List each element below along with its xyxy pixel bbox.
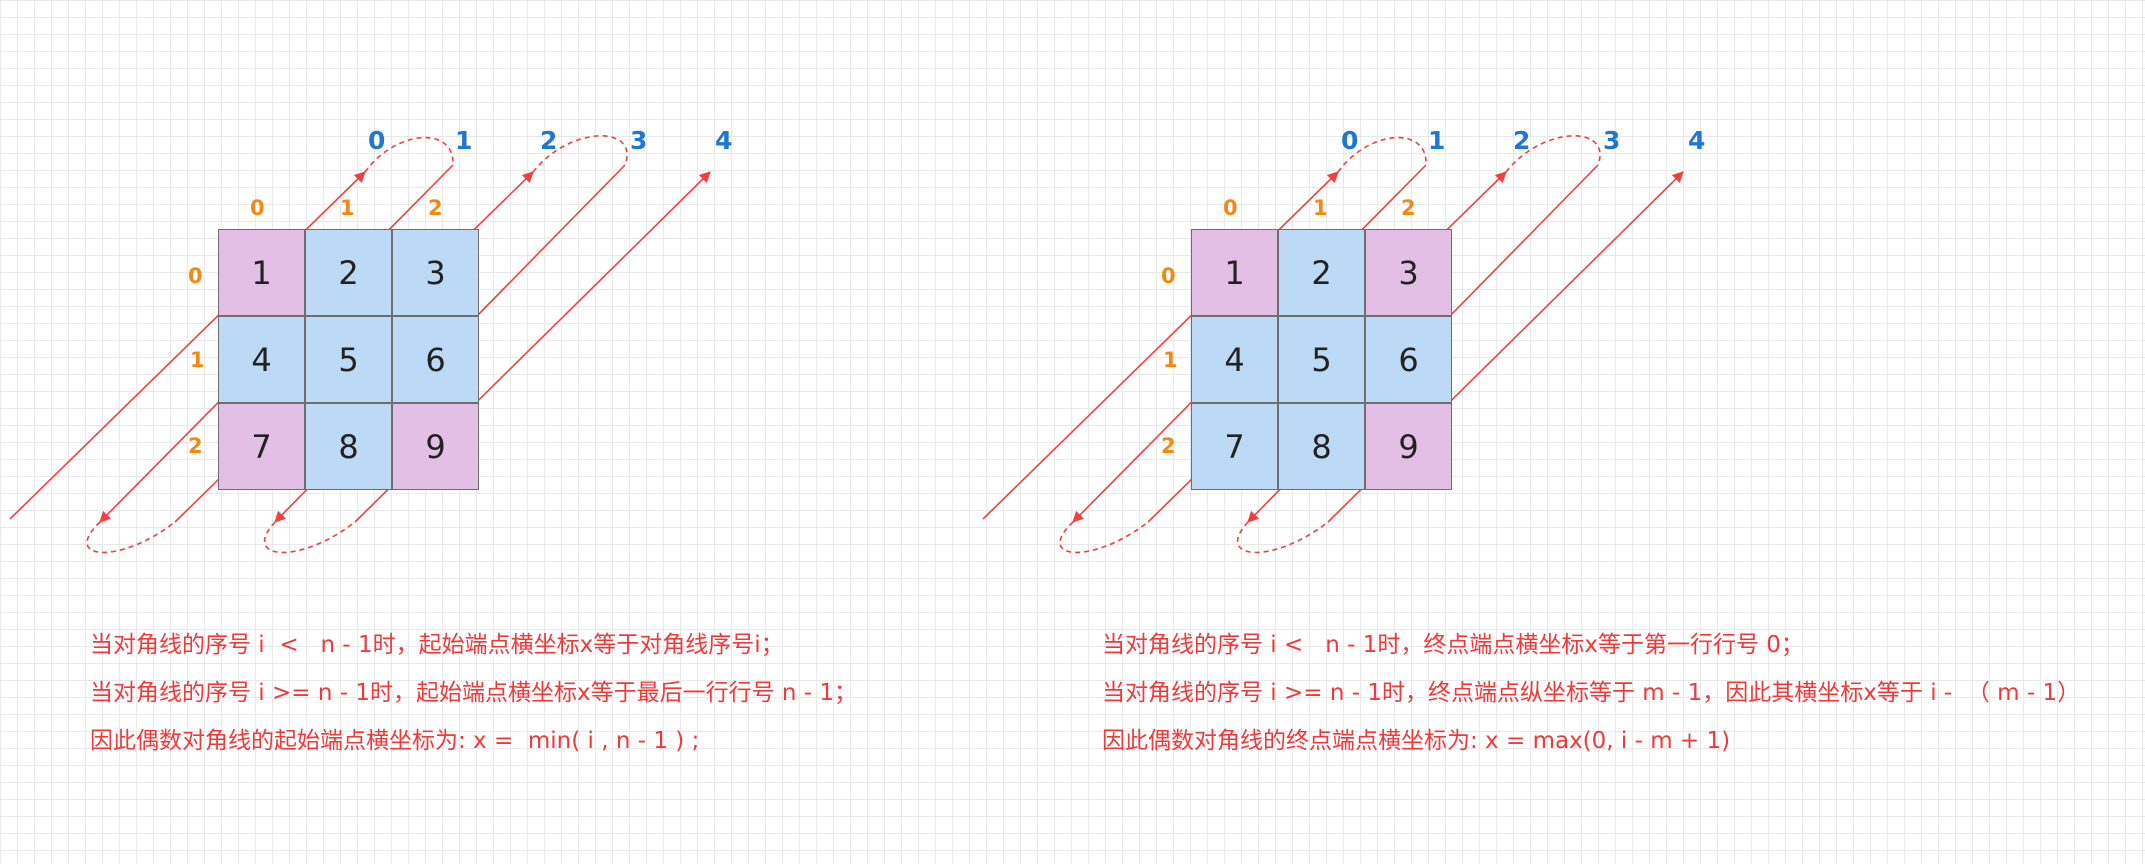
matrix-cell: 9 (1365, 403, 1452, 490)
col-label-2: 2 (1401, 196, 1416, 220)
matrix-cell: 9 (392, 403, 479, 490)
diagonal-label-2: 2 (540, 126, 558, 155)
right-panel: 0 1 2 3 4 0 1 2 0 1 2 1 2 3 4 5 6 7 8 9 … (973, 0, 2080, 864)
turn-3-4 (263, 521, 356, 554)
left-note-3: 因此偶数对角线的起始端点横坐标为: x = min( i , n - 1 ) ; (90, 728, 700, 754)
col-label-2: 2 (428, 196, 443, 220)
matrix-cell: 2 (305, 229, 392, 316)
turn-1-2 (86, 521, 176, 554)
turn-1-2 (1059, 521, 1149, 554)
right-note-2: 当对角线的序号 i >= n - 1时，终点端点纵坐标等于 m - 1，因此其横… (1102, 680, 2081, 706)
diagonal-label-3: 3 (1603, 126, 1621, 155)
row-label-1: 1 (1163, 348, 1178, 372)
turn-0-1 (1337, 136, 1427, 173)
matrix-cell: 6 (1365, 316, 1452, 403)
turn-0-1 (364, 136, 454, 173)
matrix-cell: 2 (1278, 229, 1365, 316)
matrix-cell: 1 (1191, 229, 1278, 316)
matrix-cell: 3 (392, 229, 479, 316)
row-label-0: 0 (188, 264, 203, 288)
diagonal-label-1: 1 (1428, 126, 1446, 155)
turn-3-4 (1236, 521, 1329, 554)
left-note-1: 当对角线的序号 i < n - 1时，起始端点横坐标x等于对角线序号i； (90, 632, 784, 658)
matrix-cell: 8 (305, 403, 392, 490)
diagonal-label-4: 4 (1688, 126, 1706, 155)
right-note-1: 当对角线的序号 i < n - 1时，终点端点横坐标x等于第一行行号 0； (1102, 632, 1804, 658)
left-matrix: 1 2 3 4 5 6 7 8 9 (218, 229, 479, 490)
matrix-cell: 5 (305, 316, 392, 403)
matrix-cell: 7 (1191, 403, 1278, 490)
left-panel: 0 1 2 3 4 0 1 2 0 1 2 1 2 3 4 5 6 7 8 9 … (0, 0, 1072, 864)
matrix-cell: 5 (1278, 316, 1365, 403)
right-matrix: 1 2 3 4 5 6 7 8 9 (1191, 229, 1452, 490)
right-note-3: 因此偶数对角线的终点端点横坐标为: x = max(0, i - m + 1) (1102, 728, 1731, 754)
turn-2-3 (1505, 135, 1601, 173)
matrix-cell: 4 (218, 316, 305, 403)
row-label-1: 1 (190, 348, 205, 372)
turn-2-3 (532, 135, 628, 173)
left-note-2: 当对角线的序号 i >= n - 1时，起始端点横坐标x等于最后一行行号 n -… (90, 680, 858, 706)
diagonal-label-1: 1 (455, 126, 473, 155)
diagonal-label-0: 0 (368, 126, 386, 155)
diagonal-label-3: 3 (630, 126, 648, 155)
diagonal-label-2: 2 (1513, 126, 1531, 155)
row-label-2: 2 (188, 434, 203, 458)
col-label-0: 0 (250, 196, 265, 220)
row-label-0: 0 (1161, 264, 1176, 288)
col-label-1: 1 (1313, 196, 1328, 220)
diagonal-label-0: 0 (1341, 126, 1359, 155)
matrix-cell: 7 (218, 403, 305, 490)
matrix-cell: 6 (392, 316, 479, 403)
matrix-cell: 4 (1191, 316, 1278, 403)
matrix-cell: 8 (1278, 403, 1365, 490)
diagonal-label-4: 4 (715, 126, 733, 155)
matrix-cell: 3 (1365, 229, 1452, 316)
col-label-0: 0 (1223, 196, 1238, 220)
row-label-2: 2 (1161, 434, 1176, 458)
matrix-cell: 1 (218, 229, 305, 316)
col-label-1: 1 (340, 196, 355, 220)
